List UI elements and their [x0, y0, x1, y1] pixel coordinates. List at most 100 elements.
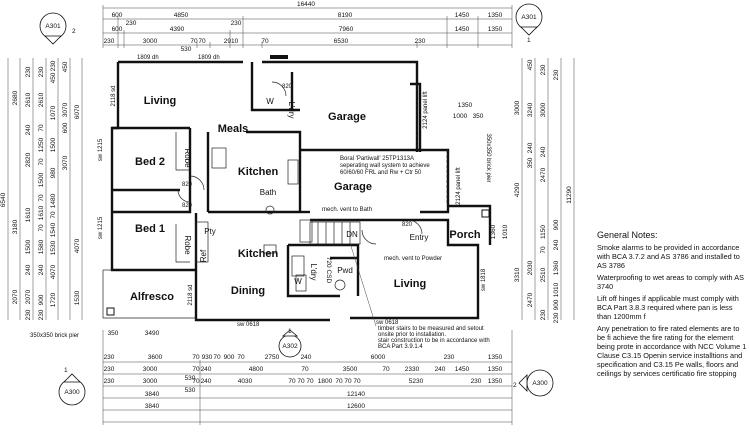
general-notes-panel: General Notes: Smoke alarms to be provid… [597, 231, 747, 381]
door-820-bath: 820 [182, 203, 193, 209]
dim-right-d6: 230 [553, 312, 560, 323]
section-callout-a301-left[interactable]: A301 2 [39, 12, 76, 45]
dim-right-d0: 230 [553, 69, 560, 80]
section-callout-a300-left[interactable]: A300 1 [58, 367, 86, 406]
dim-left-d0: 230 [50, 60, 57, 71]
dim-bot-r3-15: 1350 [488, 378, 503, 385]
dim-left-b6: 240 [25, 264, 32, 275]
dim-right-b3: 350 [527, 157, 534, 168]
dim-bot-r2-11: 1450 [455, 366, 470, 373]
dim-top-r2-4: 1350 [488, 12, 503, 19]
dim-left-c6: 70 [38, 194, 45, 202]
dim-right-d5: 900 [553, 299, 560, 310]
door-820-bed2: 820 [182, 182, 193, 188]
dim-bot-r5-1: 12600 [347, 403, 365, 410]
dim-right-a2: 3310 [514, 267, 521, 282]
top-window-marker [270, 55, 288, 59]
room-garage-lower: Garage [334, 181, 372, 193]
dim-bot-r2-3: 530 [185, 375, 196, 382]
dim-left-e4: 6070 [74, 104, 81, 119]
stairs-note-line4: BCA Part 3.9.1.4 [378, 344, 423, 350]
dim-left-c2: 70 [38, 124, 45, 132]
sd-2118-top: 2118 sd [111, 86, 117, 107]
dim-left-c12: 230 [38, 309, 45, 320]
dim-right-overall: 11290 [566, 186, 573, 204]
cavity-sliding-door: 720 CSD [325, 257, 332, 284]
section-callout-a302[interactable]: A302 1 [278, 328, 302, 358]
room-entry: Entry [410, 233, 429, 242]
dim-right-c2: 240 [540, 146, 547, 157]
dim-left-c1: 2610 [38, 92, 45, 107]
sw-0618-b: sw 0618 [376, 320, 399, 326]
dim-left-e6: 1530 [74, 290, 81, 305]
dim-porch-350: 350 [473, 113, 484, 120]
right-dimensions: 3000 4290 3310 450 3240 240 350 2030 247… [453, 58, 575, 323]
sw-1215-a: sw 1215 [98, 138, 104, 161]
general-note-item: Any penetration to fire rated elements a… [597, 324, 747, 378]
dim-right-c4: 1150 [540, 225, 547, 239]
dim-top-r3-1: 230 [126, 20, 137, 27]
dim-top-r2-3: 1450 [455, 12, 470, 19]
dim-right-b1: 3240 [527, 102, 534, 117]
general-note-item: Smoke alarms to be provided in accordanc… [597, 243, 740, 270]
vent-bath-note: mech. vent to Bath [322, 207, 372, 213]
dim-bot-r2-2: 70 [192, 366, 200, 373]
callout-a300-right-number: 2 [513, 382, 517, 389]
dim-left-d7: 1540 [50, 222, 57, 237]
dim-bot-r3-0: 230 [104, 378, 115, 385]
dim-right-d4: 1010 [553, 282, 560, 297]
callout-a302-number: 1 [288, 328, 292, 335]
dim-top-r3-4: 7960 [339, 26, 354, 33]
sd-2118-bottom: 2118 sd [188, 285, 194, 306]
dim-bot-r4-1: 12140 [347, 391, 365, 398]
dim-top-r3-6: 1350 [488, 26, 503, 33]
brick-pier-note: 350x350 brick pier [30, 333, 79, 339]
dim-top-r4-7: 6530 [334, 38, 349, 45]
partition-note-line2: seperating wall system to achieve [340, 163, 430, 169]
room-bed2: Bed 2 [135, 156, 165, 168]
staircase [309, 221, 361, 245]
dim-bot-r1-10: 230 [444, 354, 455, 361]
dim-bot-r1-4: 70 [213, 354, 221, 361]
walls [102, 55, 492, 322]
general-notes-title: General Notes: [597, 230, 658, 240]
dim-right-b0: 450 [527, 59, 534, 70]
dim-top-r3-5: 1450 [455, 26, 470, 33]
dim-bot-r1-3: 930 [202, 354, 213, 361]
dim-bot-r3-1: 3000 [143, 378, 158, 385]
door-820-laundry: 820 [282, 84, 293, 90]
dim-bot-r2-6: 70 [301, 366, 309, 373]
dim-bot-r2-9: 2330 [405, 366, 420, 373]
dim-right-c0: 230 [540, 64, 547, 75]
dim-bot-r5-0: 3840 [145, 403, 160, 410]
general-note-item: Lift off hinges if applicable must compl… [597, 294, 739, 321]
dim-right-e1: 1010 [502, 224, 509, 239]
dim-bot-r1-5: 900 [224, 354, 235, 361]
dim-porch-1350: 1350 [458, 102, 473, 109]
dim-top-r4-3: 530 [181, 46, 192, 53]
washer-top: W [266, 97, 274, 106]
dim-top-r4-6: 70 [261, 38, 269, 45]
dim-bot-r1-8: 240 [301, 354, 312, 361]
dim-right-b5: 2470 [527, 292, 534, 307]
section-callout-a301-right[interactable]: A301 1 [515, 3, 543, 44]
callout-a302-label: A302 [282, 343, 298, 350]
vent-powder-note: mech. vent to Powder [384, 256, 442, 262]
door-820-entry: 820 [402, 222, 413, 228]
dim-top-r3-3: 230 [231, 20, 242, 27]
top-dimensions: 16440 600 4850 8190 1450 1350 600 230 43… [102, 1, 513, 53]
dim-bot-r3-10: 70 [335, 378, 343, 385]
section-callout-a300-right[interactable]: A300 2 [513, 369, 554, 397]
dim-top-r4-5: 2910 [224, 38, 239, 45]
dim-left-b4: 1610 [25, 207, 32, 222]
dim-top-r2-1: 4850 [174, 12, 189, 19]
dim-left-c7: 1610 [38, 205, 45, 220]
dim-left-overall: 6540 [0, 192, 7, 207]
stairs-note-line1: timber stairs to be measured and setout [378, 326, 484, 332]
dim-left-e0: 450 [62, 61, 69, 72]
room-kitchen-top: Kitchen [238, 166, 279, 178]
dim-right-c7: 230 [540, 309, 547, 320]
dim-bot-r2-7: 3500 [343, 366, 358, 373]
dim-right-b2: 240 [527, 142, 534, 153]
